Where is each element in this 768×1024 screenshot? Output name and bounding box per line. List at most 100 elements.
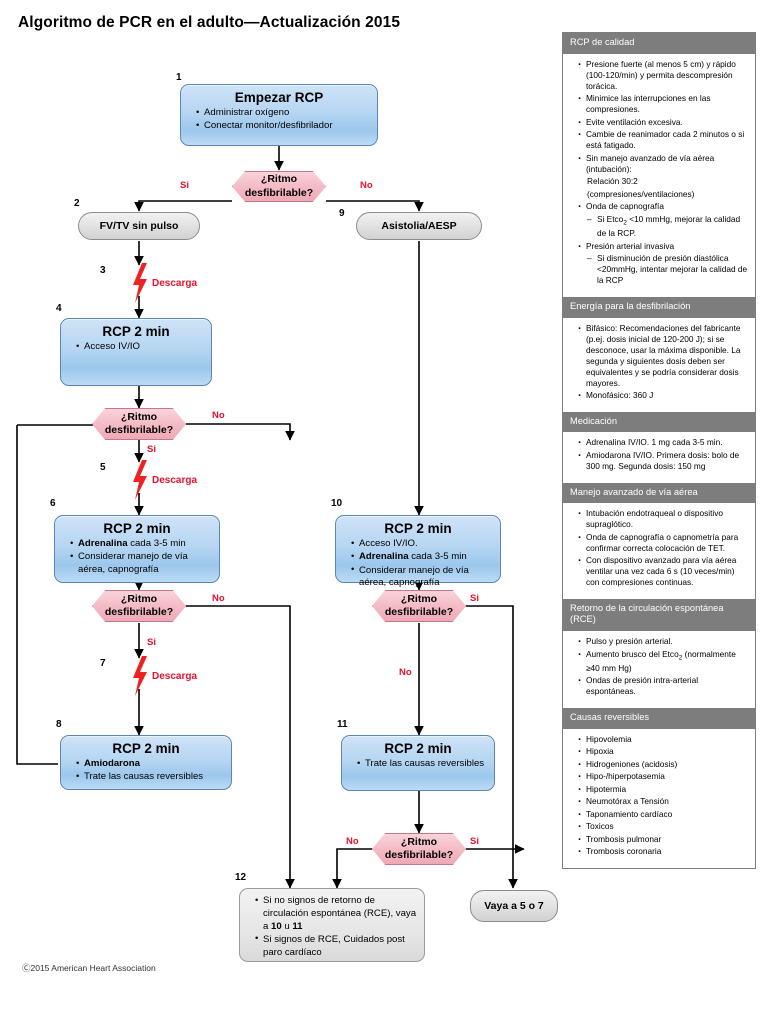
list-item: Hipo-/hiperpotasemia bbox=[578, 770, 749, 785]
panel-section-header-2: Energía para la desfibrilación bbox=[563, 296, 755, 318]
decision-line1: ¿Ritmo bbox=[400, 592, 438, 605]
list-item: Presión arterial invasiva bbox=[578, 240, 749, 255]
list-item: Bifásico: Recomendaciones del fabricante… bbox=[578, 322, 749, 389]
panel-section-body-3: Adrenalina IV/IO. 1 mg cada 3-5 min.Amio… bbox=[563, 432, 755, 483]
step-number-8: 8 bbox=[56, 719, 62, 730]
panel-section-header-6: Causas reversibles bbox=[563, 707, 755, 729]
list-item: Hidrogeniones (acidosis) bbox=[578, 758, 749, 773]
list-item: Presione fuerte (al menos 5 cm) y rápido… bbox=[578, 58, 749, 92]
node-rcp-2min-4[interactable]: RCP 2 min Acceso IV/IO bbox=[60, 318, 212, 386]
node-vaya-a-5-o-7[interactable]: Vaya a 5 o 7 bbox=[470, 890, 558, 922]
list-item: Si signos de RCE, Cuidados post paro car… bbox=[255, 933, 418, 960]
decision-line1: ¿Ritmo bbox=[120, 410, 158, 423]
shock-bolt-icon-5 bbox=[133, 460, 147, 500]
node-fv-tv-sin-pulso[interactable]: FV/TV sin pulso bbox=[78, 212, 200, 240]
step-number-4: 4 bbox=[56, 303, 62, 314]
panel-section-list: Pulso y presión arterial.Aumento brusco … bbox=[569, 635, 749, 697]
panel-section-body-1: Presione fuerte (al menos 5 cm) y rápido… bbox=[563, 53, 755, 297]
copyright-notice: Ⓒ2015 American Heart Association bbox=[22, 963, 156, 973]
list-item: Amiodarona bbox=[76, 758, 225, 771]
list-item: Onda de capnografía bbox=[578, 200, 749, 215]
step-number-10: 10 bbox=[331, 498, 343, 509]
list-item: Trombosis coronaria bbox=[578, 845, 749, 860]
step-number-3: 3 bbox=[100, 265, 106, 276]
list-item: Intubación endotraqueal o dispositivo su… bbox=[578, 507, 749, 530]
node-rcp-2min-11[interactable]: RCP 2 min Trate las causas reversibles bbox=[341, 735, 495, 791]
panel-section-list: Bifásico: Recomendaciones del fabricante… bbox=[569, 322, 749, 404]
node-rcp-2min-8[interactable]: RCP 2 min Amiodarona Trate las causas re… bbox=[60, 735, 232, 790]
step-number-5: 5 bbox=[100, 462, 106, 473]
list-item: Relación 30:2 bbox=[587, 176, 638, 187]
list-item: Si Etco2 <10 mmHg, mejorar la calidad de… bbox=[587, 214, 749, 239]
panel-section-body-4: Intubación endotraqueal o dispositivo su… bbox=[563, 503, 755, 599]
edge-label-no-1: No bbox=[360, 180, 373, 191]
list-item: Monofásico: 360 J bbox=[578, 389, 749, 404]
node-title: RCP 2 min bbox=[102, 324, 170, 339]
panel-section-body-5: Pulso y presión arterial.Aumento brusco … bbox=[563, 631, 755, 708]
decision-line1: ¿Ritmo bbox=[400, 835, 438, 848]
list-item: Adrenalina cada 3-5 min bbox=[70, 538, 213, 551]
edge-label-si-1: Si bbox=[180, 180, 189, 191]
node-post-paro-cardiaco[interactable]: Si no signos de retorno de circulación e… bbox=[239, 888, 425, 962]
node-label: Asistolia/AESP bbox=[381, 220, 457, 232]
list-item: Si disminución de presión diastólica <20… bbox=[587, 253, 749, 286]
list-item: Trate las causas reversibles bbox=[357, 758, 488, 771]
list-item: Adrenalina cada 3-5 min bbox=[351, 551, 494, 564]
list-item: Hipovolemia bbox=[578, 733, 749, 748]
panel-section-header-1: RCP de calidad bbox=[563, 33, 755, 54]
panel-section-body-2: Bifásico: Recomendaciones del fabricante… bbox=[563, 317, 755, 412]
edge-label-no-3: No bbox=[212, 593, 225, 604]
node-bullets: Acceso IV/IO bbox=[61, 341, 211, 354]
edge-label-no-4: No bbox=[399, 667, 412, 678]
decision-line1: ¿Ritmo bbox=[120, 592, 158, 605]
node-empezar-rcp[interactable]: Empezar RCP Administrar oxígeno Conectar… bbox=[180, 84, 378, 146]
flowchart: 1 Empezar RCP Administrar oxígeno Conect… bbox=[0, 0, 558, 1024]
page-title: Algoritmo de PCR en el adulto—Actualizac… bbox=[18, 14, 401, 31]
list-item: Hipotermia bbox=[578, 783, 749, 798]
node-bullets: Trate las causas reversibles bbox=[342, 758, 494, 771]
info-panel: RCP de calidadPresione fuerte (al menos … bbox=[562, 32, 756, 869]
panel-section-list: Intubación endotraqueal o dispositivo su… bbox=[569, 507, 749, 588]
edge-label-no-5: No bbox=[346, 836, 359, 847]
node-title: RCP 2 min bbox=[112, 741, 180, 756]
node-rcp-2min-6[interactable]: RCP 2 min Adrenalina cada 3-5 min Consid… bbox=[54, 515, 220, 583]
panel-section-body-6: HipovolemiaHipoxiaHidrogeniones (acidosi… bbox=[563, 728, 755, 868]
node-bullets: Administrar oxígeno Conectar monitor/des… bbox=[181, 107, 377, 133]
list-item: (compresiones/ventilaciones) bbox=[587, 188, 695, 199]
list-item: Administrar oxígeno bbox=[196, 107, 371, 120]
shock-label-5: Descarga bbox=[152, 475, 198, 486]
node-asistolia-aesp[interactable]: Asistolia/AESP bbox=[356, 212, 482, 240]
edge-label-si-2: Si bbox=[147, 444, 156, 455]
list-item: Con dispositivo avanzado para vía aérea … bbox=[578, 554, 749, 588]
decision-line2: desfibrilable? bbox=[384, 849, 454, 861]
node-rcp-2min-10[interactable]: RCP 2 min Acceso IV/IO. Adrenalina cada … bbox=[335, 515, 501, 588]
decision-line2: desfibrilable? bbox=[104, 606, 174, 618]
decision-line1: ¿Ritmo bbox=[260, 173, 298, 186]
list-item: Neumotórax a Tensión bbox=[578, 795, 749, 810]
node-title: RCP 2 min bbox=[384, 521, 452, 536]
step-number-7: 7 bbox=[100, 658, 106, 669]
list-item: Trombosis pulmonar bbox=[578, 833, 749, 848]
step-number-11: 11 bbox=[337, 719, 348, 730]
edge-label-no-2: No bbox=[212, 410, 225, 421]
shock-bolt-icon-7 bbox=[133, 656, 147, 696]
list-item: Trate las causas reversibles bbox=[76, 771, 225, 784]
list-item: Cambie de reanimador cada 2 minutos o si… bbox=[578, 128, 749, 151]
flow-connectors bbox=[16, 146, 525, 889]
decision-line2: desfibrilable? bbox=[244, 186, 314, 199]
panel-section-header-3: Medicación bbox=[563, 411, 755, 433]
node-title: RCP 2 min bbox=[384, 741, 452, 756]
list-item: Conectar monitor/desfibrilador bbox=[196, 120, 371, 133]
node-bullets: Amiodarona Trate las causas reversibles bbox=[61, 758, 231, 784]
list-item: Pulso y presión arterial. bbox=[578, 635, 749, 650]
